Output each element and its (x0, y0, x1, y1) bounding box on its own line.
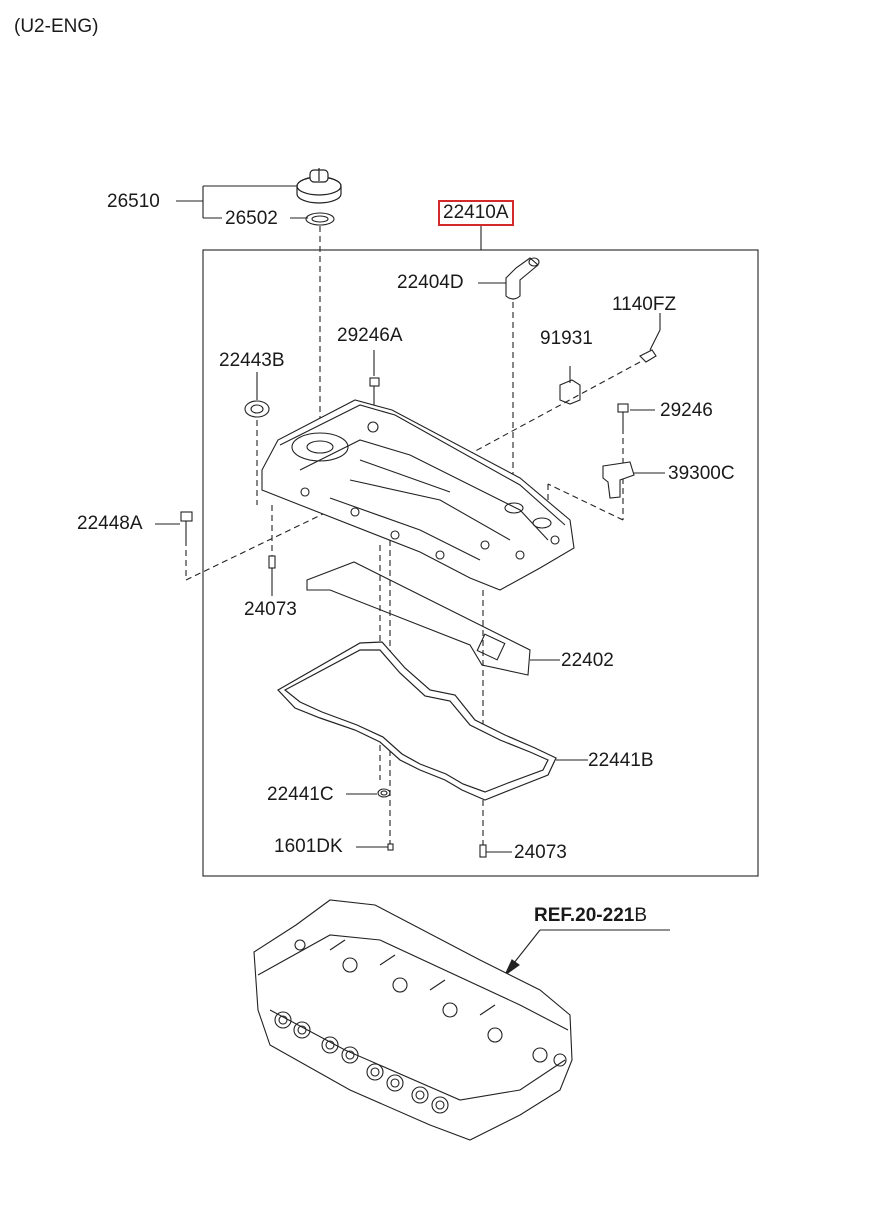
bolt-1601dk (387, 843, 394, 851)
part-label-1601dk[interactable]: 1601DK (274, 836, 343, 857)
part-label-24073-left[interactable]: 24073 (244, 599, 297, 620)
reference-label[interactable]: REF.20-221B (534, 905, 647, 927)
part-label-22441b[interactable]: 22441B (588, 750, 654, 771)
part-label-26502[interactable]: 26502 (225, 208, 278, 229)
part-label-22448a[interactable]: 22448A (77, 513, 143, 534)
bolt-22448a (180, 511, 193, 540)
engine-code: (U2-ENG) (14, 16, 99, 37)
part-label-26510[interactable]: 26510 (107, 191, 160, 212)
part-label-29246[interactable]: 29246 (660, 400, 713, 421)
cylinder-head (253, 899, 573, 1141)
head-cover-gasket (277, 641, 557, 801)
part-label-39300c[interactable]: 39300C (668, 463, 735, 484)
bolt-1140fz (639, 349, 657, 363)
cylinder-head-cover (261, 399, 575, 591)
part-label-22441c[interactable]: 22441C (267, 784, 334, 805)
grommet-22441c (377, 788, 391, 798)
dowel-pin-left (268, 555, 276, 569)
part-label-22443b[interactable]: 22443B (219, 350, 285, 371)
cam-position-sensor (602, 461, 635, 499)
part-label-22402[interactable]: 22402 (561, 650, 614, 671)
spark-plug-gasket (306, 561, 531, 676)
pcv-elbow (505, 257, 540, 300)
bolt-29246a (369, 377, 380, 402)
part-label-22404d[interactable]: 22404D (397, 272, 464, 293)
part-label-1140fz[interactable]: 1140FZ (612, 294, 677, 315)
part-label-22410a-highlighted[interactable]: 22410A (438, 200, 514, 226)
part-label-24073-right[interactable]: 24073 (514, 842, 567, 863)
part-label-91931[interactable]: 91931 (540, 328, 593, 349)
cap-gasket (305, 212, 335, 226)
reference-number: REF.20-221 (534, 905, 635, 926)
bolt-29246 (617, 403, 629, 428)
oil-filler-cap (296, 168, 342, 204)
seal-22443b (244, 400, 270, 418)
part-label-29246a[interactable]: 29246A (337, 325, 403, 346)
dowel-pin-right (479, 844, 487, 858)
reference-suffix: B (634, 905, 648, 926)
bracket-91931 (559, 366, 581, 405)
